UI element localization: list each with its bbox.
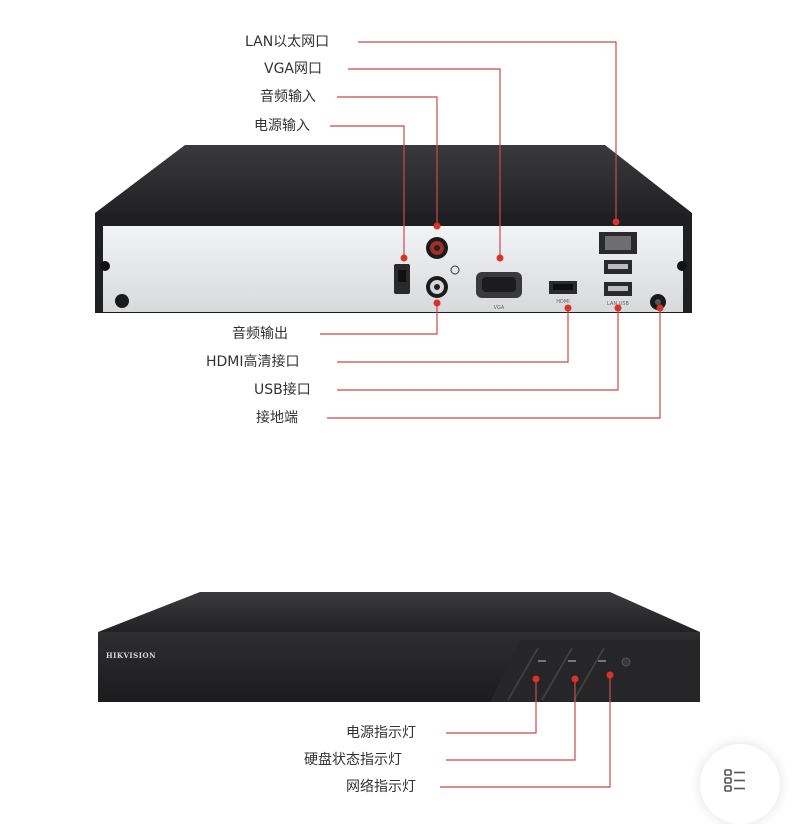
rear-panel-plate	[103, 226, 683, 312]
callout-audio-input: 音频输入	[260, 89, 316, 105]
screw-left	[100, 261, 110, 271]
svg-text:HDMI: HDMI	[556, 299, 569, 305]
rear-device: VGA HDMI LAN USB	[95, 145, 692, 313]
callout-ground-terminal: 接地端	[256, 410, 298, 426]
callout-network-led: 网络指示灯	[346, 779, 416, 795]
brand-logo: HIKVISION	[106, 651, 157, 660]
callout-hdmi-port: HDMI高清接口	[206, 354, 300, 370]
power-led	[538, 660, 546, 662]
callout-power-led: 电源指示灯	[346, 725, 416, 741]
hdd-led	[568, 660, 576, 662]
network-led	[598, 660, 606, 662]
svg-text:VGA: VGA	[494, 305, 505, 311]
callout-usb-port: USB接口	[254, 382, 311, 398]
callout-hdd-led: 硬盘状态指示灯	[304, 752, 402, 768]
device-illustration: VGA HDMI LAN USB	[95, 41, 700, 788]
callout-audio-output: 音频输出	[232, 326, 288, 342]
callout-vga-port: VGA网口	[264, 61, 323, 77]
front-leader-lines	[440, 676, 611, 788]
rear-device-lid	[95, 145, 692, 213]
screw-right	[677, 261, 687, 271]
rear-leader-lines	[320, 41, 661, 419]
callout-lan-port: LAN以太网口	[245, 34, 330, 50]
screw-bottom-left	[115, 294, 129, 308]
rear-markers	[400, 218, 664, 312]
callout-power-input: 电源输入	[254, 118, 310, 134]
front-device	[98, 592, 700, 702]
front-device-lid	[98, 592, 700, 632]
front-markers	[532, 671, 614, 683]
menu-list-icon	[724, 769, 745, 792]
diagram-stage: VGA HDMI LAN USB	[95, 34, 745, 795]
svg-text:LAN USB: LAN USB	[607, 301, 629, 307]
